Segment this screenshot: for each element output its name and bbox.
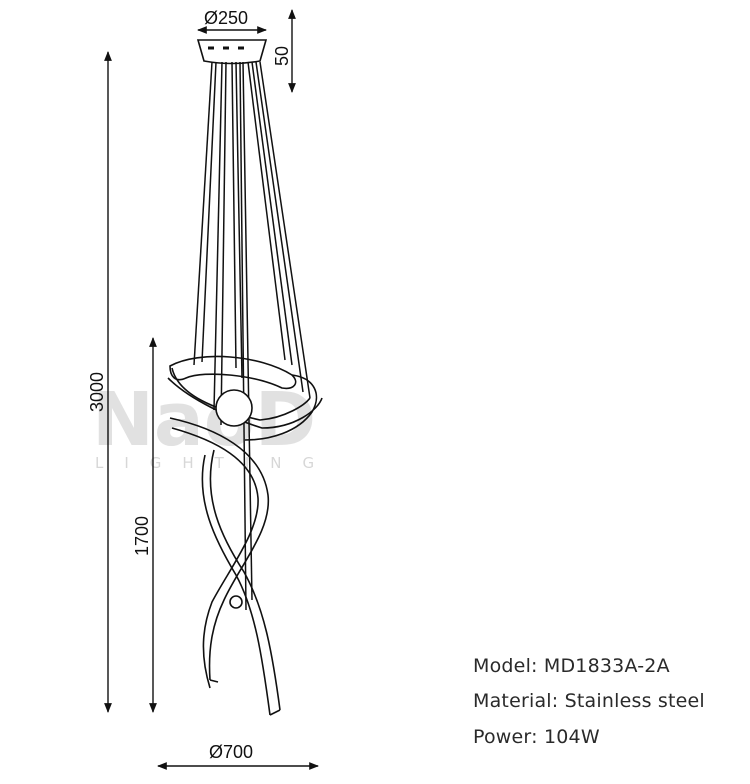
spiral-lamp-body	[167, 355, 323, 716]
dim-total-height: 3000	[87, 51, 112, 713]
watermark-brand: NaoD	[92, 377, 316, 463]
spec-power: Power: 104W	[473, 726, 600, 748]
watermark-subline: LIGHTING	[95, 454, 335, 472]
dim-lamp-diameter: Ø700	[157, 742, 319, 770]
dim-lamp-height-label: 1700	[132, 516, 152, 556]
canopy	[196, 39, 268, 65]
spec-model: Model: MD1833A-2A	[473, 655, 670, 677]
dim-canopy-diameter: Ø250	[197, 8, 267, 34]
suspension-wires	[193, 61, 311, 611]
dim-lamp-diameter-label: Ø700	[209, 742, 253, 762]
spec-material: Material: Stainless steel	[473, 690, 705, 712]
dim-lamp-height: 1700	[132, 337, 157, 713]
dim-canopy-height: 50	[272, 9, 296, 93]
dim-canopy-diameter-label: Ø250	[204, 8, 248, 28]
dim-canopy-height-label: 50	[272, 46, 292, 66]
dim-total-height-label: 3000	[87, 372, 107, 412]
